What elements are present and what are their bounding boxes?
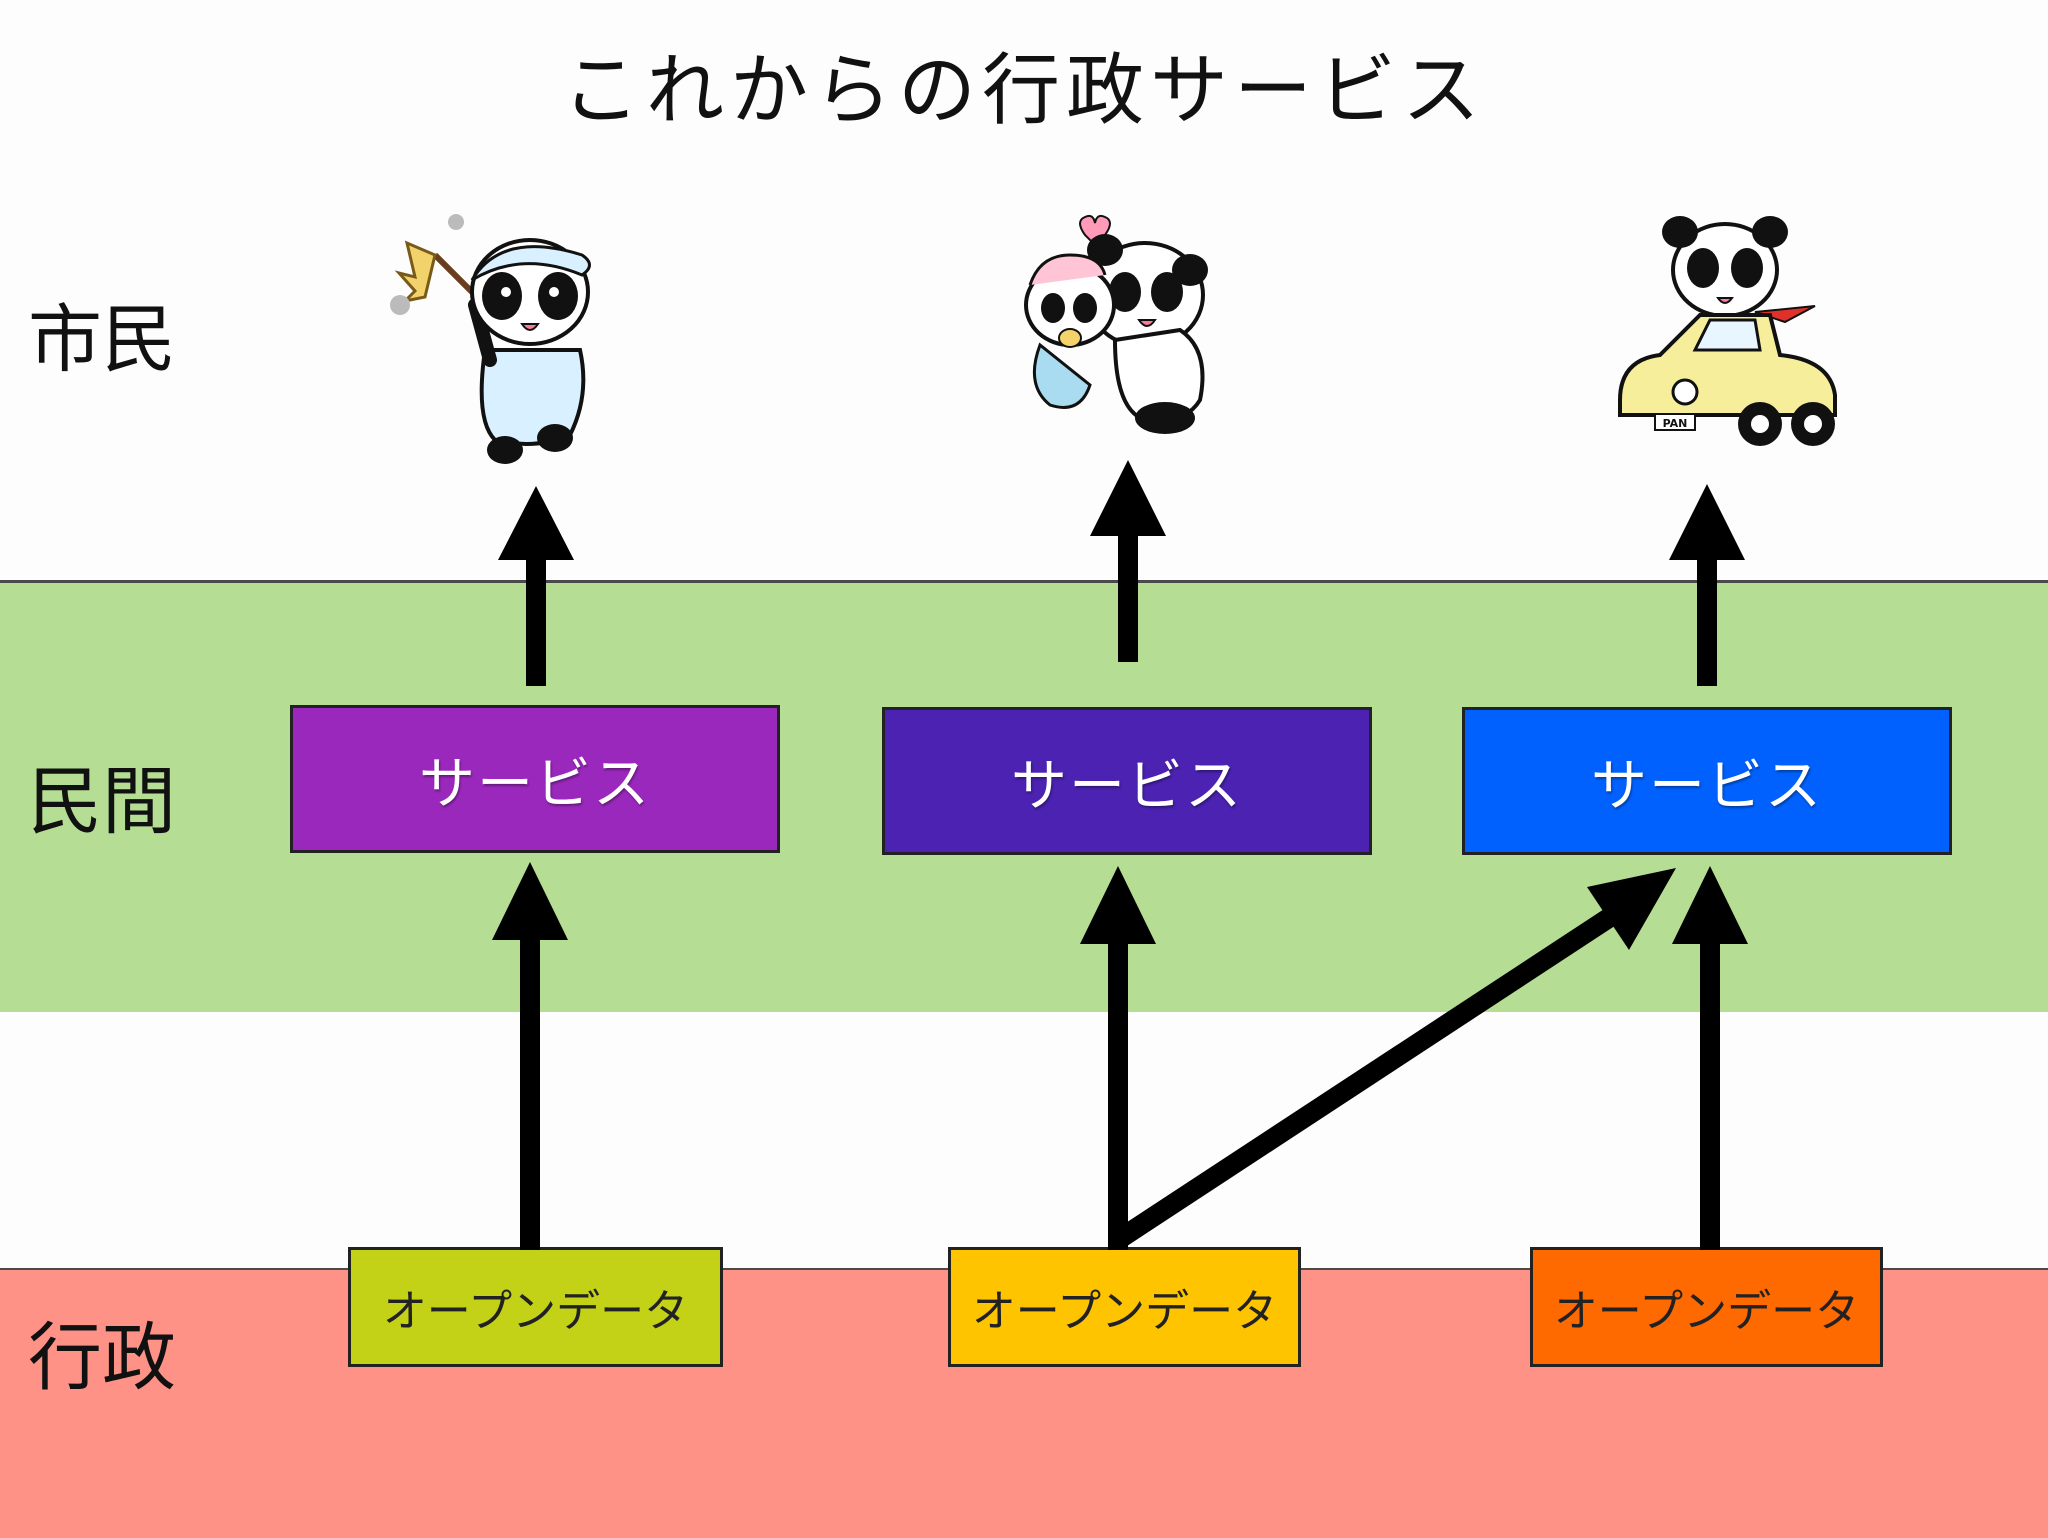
service-box-3: サービス bbox=[1462, 707, 1952, 855]
arrow-open-data-2-to-service-3 bbox=[1112, 868, 1676, 1249]
panda-driving-car-icon: PAN bbox=[1618, 216, 1837, 446]
service-box-1: サービス bbox=[290, 705, 780, 853]
service-box-2: サービス bbox=[882, 707, 1372, 855]
arrow-open-data-3-to-service-3 bbox=[1672, 866, 1748, 1250]
open-data-box-1: オープンデータ bbox=[348, 1247, 723, 1367]
arrow-service-3-to-citizen bbox=[1669, 484, 1745, 686]
arrow-service-1-to-citizen bbox=[498, 486, 574, 686]
open-data-box-2: オープンデータ bbox=[948, 1247, 1301, 1367]
row-label-private: 民間 bbox=[28, 759, 176, 845]
panda-holding-baby-icon bbox=[1024, 214, 1208, 434]
arrow-open-data-2-to-service-2 bbox=[1080, 866, 1156, 1250]
slide-title: これからの行政サービス bbox=[561, 46, 1486, 136]
row-label-citizens: 市民 bbox=[28, 297, 176, 383]
row-label-government: 行政 bbox=[28, 1315, 176, 1401]
arrow-open-data-1-to-service-1 bbox=[492, 862, 568, 1250]
panda-cleaning-icon bbox=[390, 214, 591, 464]
car-plate-text: PAN bbox=[1663, 417, 1688, 430]
arrow-service-2-to-citizen bbox=[1090, 460, 1166, 662]
